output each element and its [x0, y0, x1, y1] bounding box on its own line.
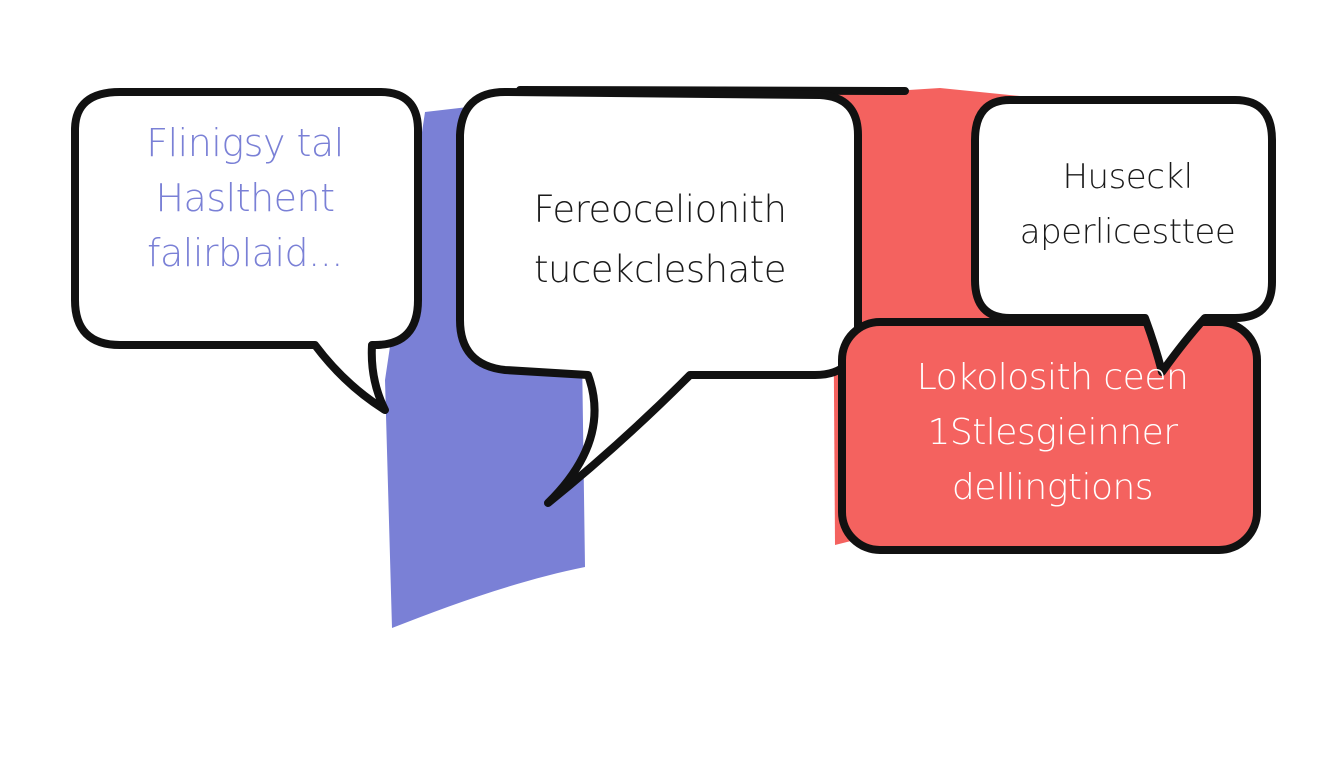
right-top-bubble-line: Huseckl [1062, 157, 1193, 197]
right-bottom-box-line: Lokolosith ceen [916, 357, 1189, 398]
center-bubble-text: Fereocelionith tucekcleshate [470, 170, 850, 310]
center-bubble-line: tucekcleshate [533, 248, 787, 291]
center-bubble-line: Fereocelionith [533, 188, 787, 231]
right-bottom-box-text: Lokolosith ceen 1Stlesgieinner dellingti… [860, 340, 1245, 525]
right-bottom-box-line: dellingtions [951, 467, 1154, 508]
left-bubble-line: falirblaid... [147, 230, 343, 275]
right-top-bubble-line: aperlicesttee [1019, 212, 1236, 252]
left-speech-bubble [71, 88, 422, 414]
left-bubble-line: Haslthent [155, 175, 335, 220]
left-bubble-text: Flinigsy tal Haslthent falirblaid... [95, 108, 395, 288]
left-bubble-line: Flinigsy tal [146, 120, 344, 165]
right-top-speech-bubble [971, 96, 1276, 376]
right-top-bubble-text: Huseckl aperlicesttee [985, 140, 1270, 270]
right-bottom-box-line: 1Stlesgieinner [927, 412, 1178, 453]
